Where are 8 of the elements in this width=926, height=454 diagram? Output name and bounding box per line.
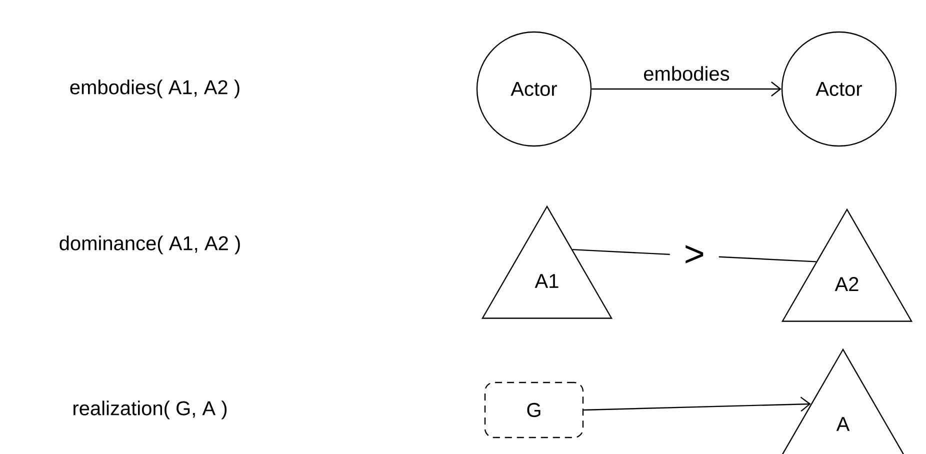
relation-label: embodies( A1, A2 ) (70, 80, 240, 98)
relation-label: realization( G, A ) (74, 400, 227, 420)
goal-box: G (484, 382, 584, 438)
arrow (584, 396, 811, 412)
edge-label: embodies (644, 66, 730, 81)
edge-label: > (670, 243, 719, 268)
arrow (592, 82, 782, 96)
relation-label: dominance( A1, A2 ) (60, 236, 240, 254)
